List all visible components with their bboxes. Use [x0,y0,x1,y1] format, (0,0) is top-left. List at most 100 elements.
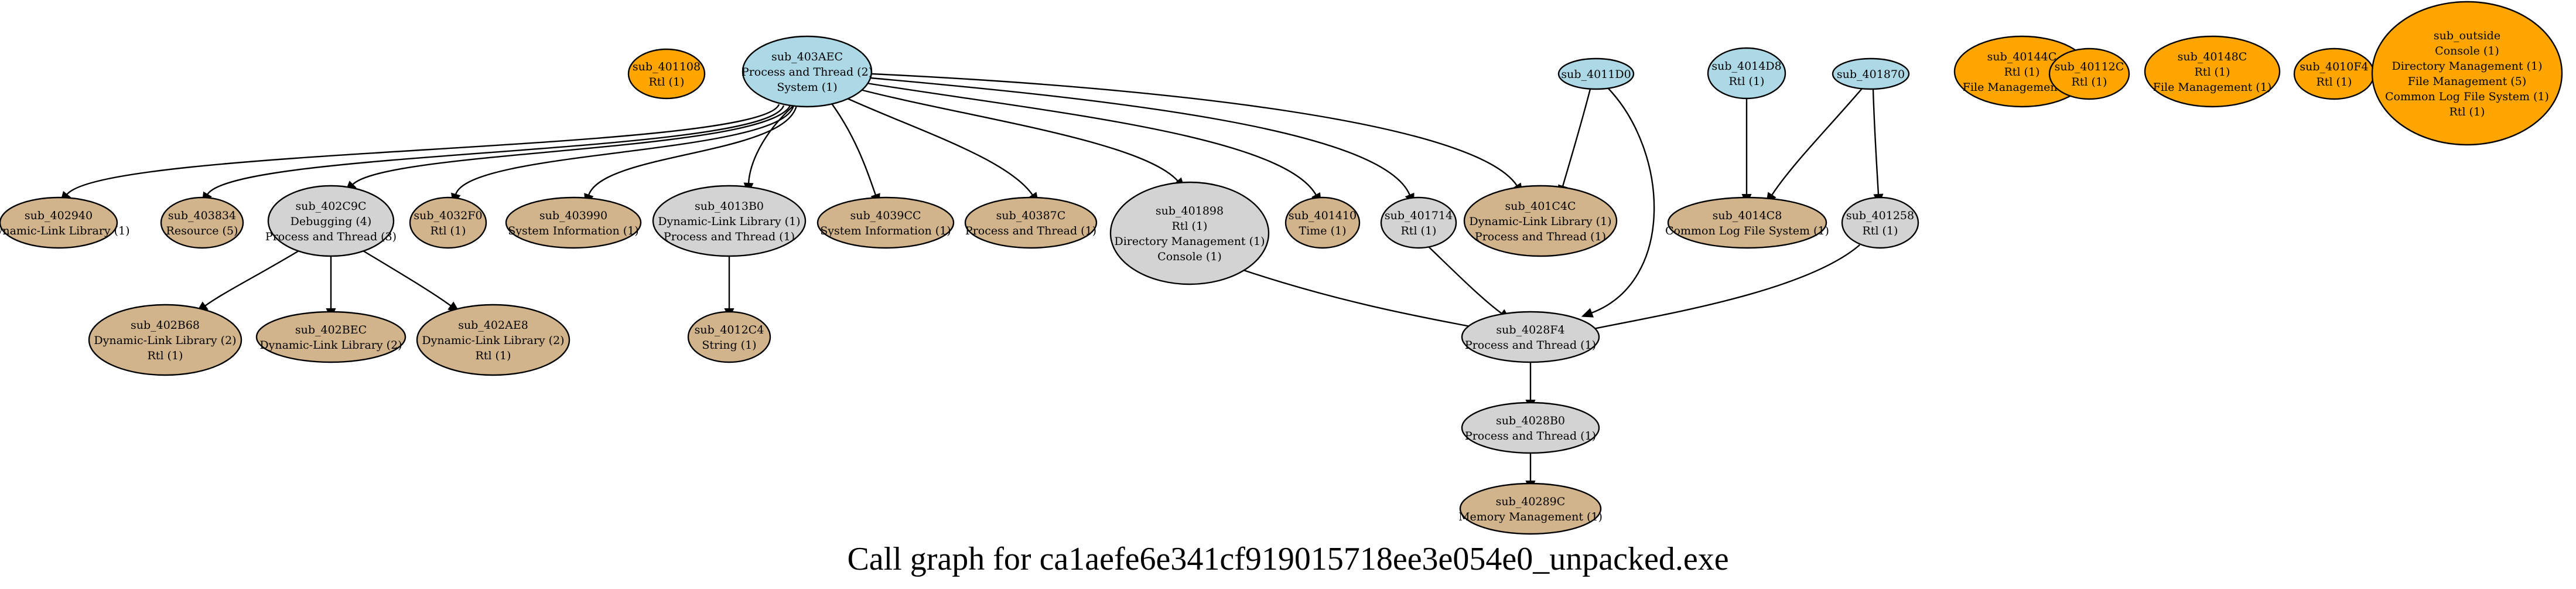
node-shape [2048,47,2130,100]
node-shape [1557,57,1635,90]
node-api-category: Rtl (1) [148,349,183,362]
node-title: sub_40112C [2055,60,2124,73]
edge-sub_401898-to-sub_4028F4 [1241,268,1484,332]
edge-line [1771,87,1863,196]
node-title: sub_401258 [1846,209,1914,222]
edge-sub_401870-to-sub_4014C8 [1765,87,1863,205]
edge-sub_401258-to-sub_4028F4 [1580,244,1860,335]
edge-sub_403AEC-to-sub_401C4C [871,73,1523,195]
edge-line [363,250,452,307]
node-title: sub_401108 [633,60,701,73]
edge-line [455,105,795,195]
node-api-category: Dynamic-Link Library (2) [94,334,236,347]
node-title: sub_40144C [1987,50,2057,63]
node-api-category: Process and Thread (1) [965,224,1096,237]
edge-line [870,77,1411,196]
node-api-category: Time (1) [1299,224,1347,237]
node-shape [1380,196,1457,249]
node-title: sub_4014C8 [1713,209,1782,222]
node-shape [1832,57,1910,90]
node-api-category: Resource (5) [166,224,238,237]
node-api-category: Rtl (1) [1729,75,1765,88]
edge-line [1872,88,1880,195]
edge-sub_402C9C-to-sub_402AE8 [363,250,460,312]
node-api-category: Console (1) [2435,45,2499,57]
edge-line [1241,268,1474,328]
node-shape [1109,181,1270,285]
node-title: sub_403990 [539,209,607,222]
node-shape [1461,311,1600,363]
node-title: sub_402BEC [295,324,367,336]
node-title: sub_401898 [1156,205,1224,217]
graph-caption: Call graph for ca1aefe6e341cf919015718ee… [847,541,1728,577]
node-shape [0,196,118,249]
node-shape [1463,185,1618,257]
node-api-category: File Management (1) [2153,81,2271,94]
node-api-category: Directory Management (1) [2391,60,2542,73]
node-title: sub_403AEC [771,50,843,63]
edge-line [587,105,798,196]
node-shape [255,311,406,363]
node-api-category: Process and Thread (2) [742,66,873,79]
node-title: sub_4013B0 [695,200,764,213]
node-api-category: Common Log File System (1) [2385,90,2549,103]
edge-sub_403AEC-to-sub_4039CC [828,99,880,206]
edge-sub_403AEC-to-sub_402C9C [345,104,792,193]
edge-sub_403AEC-to-sub_401898 [857,88,1185,189]
edge-line [843,96,1033,196]
edge-sub_403AEC-to-sub_402940 [60,104,780,203]
edge-sub_401870-to-sub_401258 [1872,88,1884,206]
edge-sub_402C9C-to-sub_402B68 [196,250,299,312]
edges-layer [60,73,1884,492]
node-title: sub_40289C [1496,495,1566,508]
edge-sub_401714-to-sub_4028F4 [1429,247,1511,320]
node-title: sub_403834 [168,209,236,222]
node-api-category: Dynamic-Link Library (2) [422,334,564,347]
node-title: sub_4010F4 [2300,60,2368,73]
node-api-category: Dynamic-Link Library (1) [0,224,130,237]
node-api-category: Rtl (1) [649,76,685,88]
node-shape [742,35,873,108]
node-api-category: Rtl (1) [2195,66,2230,79]
edge-line [747,105,794,184]
node-api-category: Debugging (4) [291,215,372,228]
node-shape [505,196,642,249]
node-shape [1284,196,1361,249]
node-shape [267,185,395,257]
edge-line [828,99,877,196]
node-title: sub_402AE8 [458,319,528,332]
node-sub-401870[interactable]: sub_401870 [1832,57,1910,90]
node-sub-4011d0[interactable]: sub_4011D0 [1557,57,1635,90]
node-title: sub_4011D0 [1561,68,1631,81]
